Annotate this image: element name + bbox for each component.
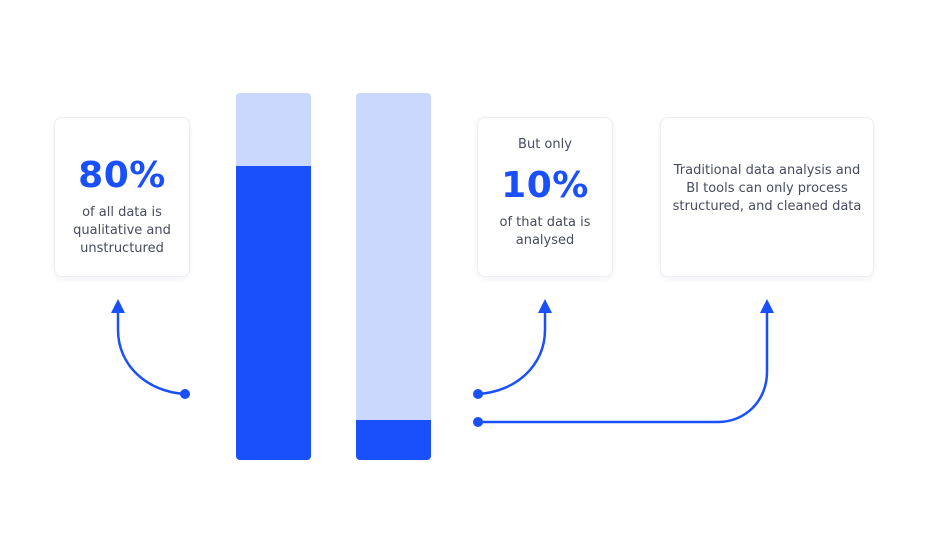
connector-dot-middle	[473, 389, 483, 399]
stat-value-analysed: 10%	[501, 165, 589, 206]
arrowhead-up-icon-left	[111, 299, 125, 313]
connector-dot-right	[473, 417, 483, 427]
info-card-traditional-tools: Traditional data analysis and BI tools c…	[660, 117, 874, 277]
connector-dot-left	[180, 389, 190, 399]
bar-fill-unstructured	[236, 166, 311, 460]
arrowhead-up-icon-right	[760, 299, 774, 313]
arrowhead-up-icon-middle	[538, 299, 552, 313]
connector-line-right	[476, 308, 769, 424]
bar-all-data	[236, 93, 311, 460]
stat-value-unstructured: 80%	[78, 155, 166, 196]
info-description-traditional-tools: Traditional data analysis and BI tools c…	[672, 163, 862, 214]
connector-line-left	[116, 308, 187, 396]
stat-card-unstructured: 80% of all data is qualitative and unstr…	[54, 117, 190, 277]
stat-description-analysed: of that data is analysed	[499, 215, 591, 248]
stat-description-unstructured: of all data is qualitative and unstructu…	[73, 205, 171, 256]
bar-fill-analysed	[356, 420, 431, 460]
bar-unstructured-data	[356, 93, 431, 460]
stat-prefix-analysed: But only	[518, 137, 572, 152]
connector-line-middle	[476, 308, 547, 396]
stat-card-analysed: But only 10% of that data is analysed	[477, 117, 613, 277]
